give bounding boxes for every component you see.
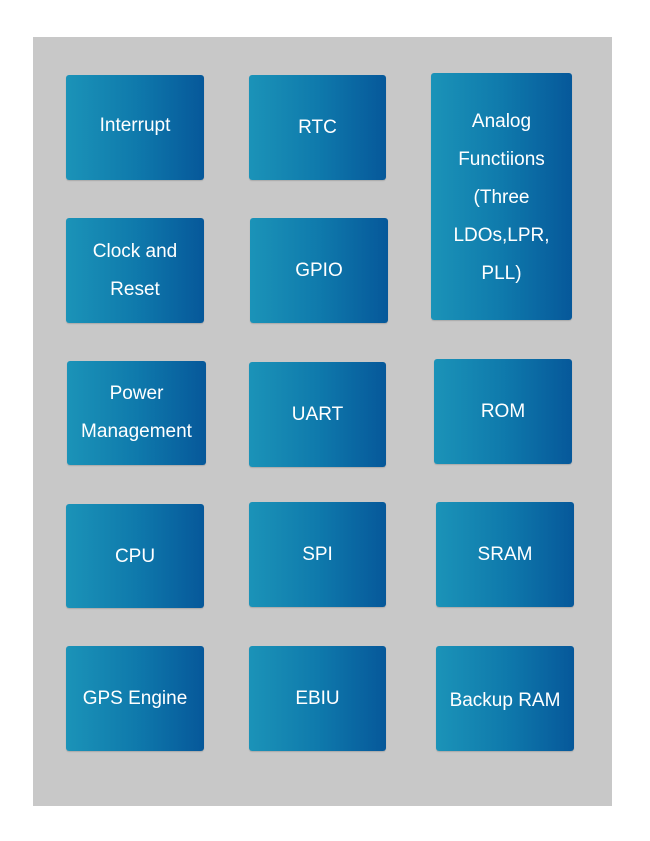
block-clock-reset: Clock and Reset [66, 218, 204, 323]
block-backup-ram: Backup RAM [436, 646, 574, 751]
block-analog-functions-label: Analog Functiions (Three LDOs,LPR, PLL) [453, 111, 550, 284]
block-power-management-label: Power Management [81, 383, 192, 442]
block-clock-reset-label: Clock and Reset [92, 240, 178, 300]
block-gpio-label: GPIO [295, 259, 343, 281]
block-backup-ram-label: Backup RAM [449, 689, 561, 711]
block-gps-engine-label: GPS Engine [82, 687, 188, 709]
block-ebiu: EBIU [249, 646, 386, 751]
block-sram: SRAM [436, 502, 574, 607]
block-spi-label: SPI [302, 543, 333, 565]
block-rom-label: ROM [480, 400, 526, 422]
block-rtc: RTC [249, 75, 386, 180]
block-analog-functions: Analog Functiions (Three LDOs,LPR, PLL) [431, 73, 572, 320]
block-sram-label: SRAM [477, 543, 533, 565]
block-interrupt: Interrupt [66, 75, 204, 180]
block-cpu-label: CPU [114, 546, 156, 567]
block-rtc-label: RTC [298, 117, 337, 138]
block-uart: UART [249, 362, 386, 467]
block-gps-engine: GPS Engine [66, 646, 204, 751]
block-ebiu-label: EBIU [295, 687, 340, 709]
block-interrupt-label: Interrupt [99, 115, 171, 136]
block-power-management: Power Management [67, 361, 206, 465]
block-rom: ROM [434, 359, 572, 464]
block-gpio: GPIO [250, 218, 388, 323]
block-uart-label: UART [291, 403, 344, 425]
block-cpu: CPU [66, 504, 204, 608]
block-spi: SPI [249, 502, 386, 607]
